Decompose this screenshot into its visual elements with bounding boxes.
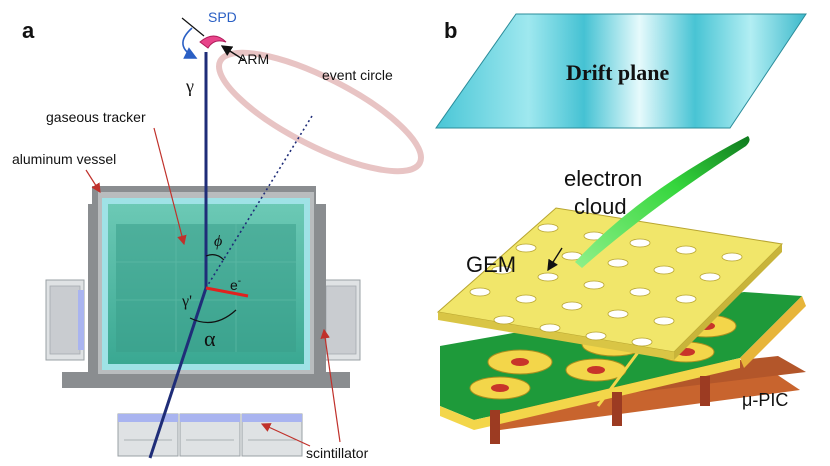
aluminum-vessel-label: aluminum vessel <box>12 151 116 167</box>
spd-label: SPD <box>208 9 237 25</box>
arm-arrow <box>220 45 245 61</box>
aluminum-vessel-arrow <box>85 169 101 194</box>
arm-spd-symbol <box>181 17 245 61</box>
arm-label: ARM <box>238 51 269 67</box>
panel-a: a <box>12 9 424 461</box>
reconstruction-dotted-line <box>205 115 313 289</box>
electron-label-base: e <box>230 277 238 293</box>
electron-label-sup: - <box>238 276 241 287</box>
gamma-scattered-line <box>148 287 208 459</box>
electron-label: e- <box>230 276 241 293</box>
gem-label: GEM <box>466 252 516 277</box>
electron-cloud-label-1: electron <box>564 166 642 191</box>
drift-plane-label: Drift plane <box>566 60 670 85</box>
panel-b: b Drift plane <box>435 13 807 444</box>
phi-arc <box>205 254 225 261</box>
drift-plane <box>435 13 807 129</box>
event-circle-label: event circle <box>322 67 393 83</box>
scintillator-label: scintillator <box>306 445 369 461</box>
phi-label: ϕ <box>214 233 222 250</box>
panel-a-letter: a <box>22 18 35 43</box>
gaseous-tracker-arrow <box>153 127 187 246</box>
gamma-label: γ <box>185 76 194 96</box>
alpha-label: α <box>204 326 216 351</box>
gaseous-tracker-label: gaseous tracker <box>46 109 146 125</box>
scintillator-bottom <box>117 413 303 457</box>
electron-cloud-label-2: cloud <box>574 194 627 219</box>
scintillator-arrow-up <box>320 328 341 443</box>
gem-plate <box>436 207 784 360</box>
scintillator-arrow-left <box>260 423 311 447</box>
gamma-prime-label: γ' <box>181 293 192 310</box>
panel-b-letter: b <box>444 18 457 43</box>
electron-track <box>205 286 249 298</box>
mu-pic-label: μ-PIC <box>742 390 788 410</box>
alpha-arc <box>189 309 237 324</box>
electron-cloud <box>575 136 750 268</box>
spd-arc-arrow <box>182 27 198 59</box>
gem-arrow <box>547 247 563 272</box>
event-circle <box>216 49 424 175</box>
scintillator-left <box>45 279 85 361</box>
